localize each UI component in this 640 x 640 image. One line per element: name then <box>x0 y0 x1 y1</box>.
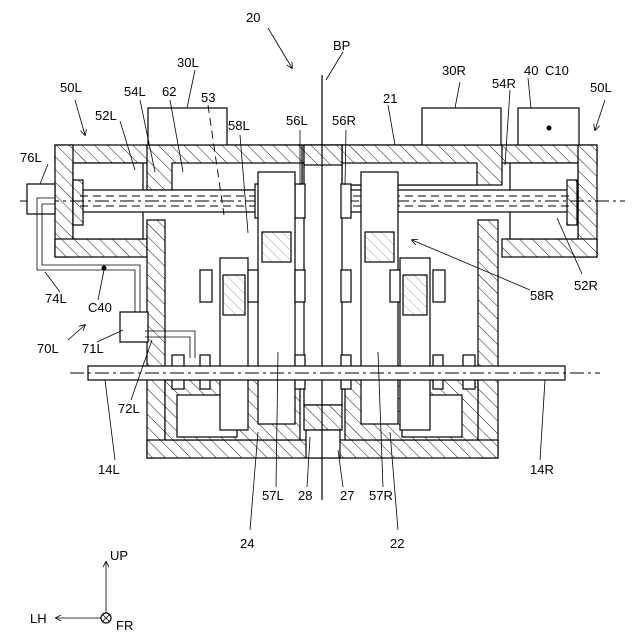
c10-point <box>547 126 552 131</box>
label-57r: 57R <box>369 488 393 503</box>
label-up: UP <box>110 548 128 563</box>
label-62: 62 <box>162 84 176 99</box>
label-c10: C10 <box>545 63 569 78</box>
block-30r <box>422 108 501 145</box>
label-40: 40 <box>524 63 538 78</box>
label-21: 21 <box>383 91 397 106</box>
label-72l: 72L <box>118 401 140 416</box>
label-50l-right: 50L <box>590 80 612 95</box>
label-57l: 57L <box>262 488 284 503</box>
label-c40: C40 <box>88 300 112 315</box>
sensor-76l <box>27 184 55 214</box>
label-bp: BP <box>333 38 350 53</box>
label-58r: 58R <box>530 288 554 303</box>
label-58l: 58L <box>228 118 250 133</box>
label-lh: LH <box>30 611 47 626</box>
label-52l: 52L <box>95 108 117 123</box>
label-71l: 71L <box>82 341 104 356</box>
label-30l: 30L <box>177 55 199 70</box>
label-27: 27 <box>340 488 354 503</box>
label-28: 28 <box>298 488 312 503</box>
label-53: 53 <box>201 90 215 105</box>
label-24: 24 <box>240 536 254 551</box>
label-50l-left: 50L <box>60 80 82 95</box>
label-76l: 76L <box>20 150 42 165</box>
label-70l: 70L <box>37 341 59 356</box>
label-56r: 56R <box>332 113 356 128</box>
label-fr: FR <box>116 618 133 633</box>
label-14r: 14R <box>530 462 554 477</box>
label-74l: 74L <box>45 291 67 306</box>
label-30r: 30R <box>442 63 466 78</box>
direction-indicator <box>56 562 111 623</box>
label-56l: 56L <box>286 113 308 128</box>
label-20: 20 <box>246 10 260 25</box>
label-22: 22 <box>390 536 404 551</box>
label-54l: 54L <box>124 84 146 99</box>
label-52r: 52R <box>574 278 598 293</box>
label-54r: 54R <box>492 76 516 91</box>
block-30l <box>148 108 227 145</box>
gear-57l-upper <box>258 172 295 424</box>
label-14l: 14L <box>98 462 120 477</box>
